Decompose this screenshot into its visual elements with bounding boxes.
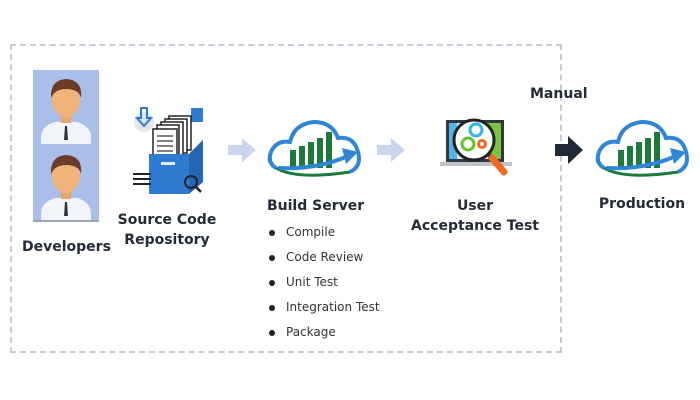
- laptop-magnifier-gears-icon: [440, 118, 512, 176]
- flow-arrow-icon: [228, 138, 256, 162]
- manual-label: Manual: [530, 86, 588, 102]
- manual-arrow-icon: [555, 136, 583, 164]
- bullet-icon: [269, 254, 275, 261]
- bullet-icon: [269, 329, 275, 336]
- build-step: Package: [269, 320, 396, 345]
- repository-stage: Source Code Repository: [112, 104, 222, 250]
- build-step: Code Review: [269, 245, 396, 270]
- uat-label-line2: Acceptance Test: [411, 218, 539, 234]
- build-server-label: Build Server: [267, 198, 365, 214]
- production-label: Production: [598, 196, 686, 212]
- bullet-icon: [269, 304, 275, 311]
- build-step: Unit Test: [269, 270, 396, 295]
- cloud-chart-icon: [595, 119, 689, 177]
- automated-pipeline-boundary: [10, 44, 562, 353]
- repository-label-line2: Repository: [124, 232, 210, 248]
- build-steps-list: Compile Code Review Unit Test Integratio…: [269, 220, 396, 345]
- cloud-chart-icon: [267, 119, 361, 177]
- production-stage: Production: [590, 118, 694, 214]
- build-server-stage: Build Server Compile Code Review Unit Te…: [266, 118, 396, 345]
- bullet-icon: [269, 279, 275, 286]
- build-step: Integration Test: [269, 295, 396, 320]
- file-cabinet-icon: [133, 107, 203, 194]
- developers-avatars-icon: [33, 70, 99, 222]
- uat-label-line1: User: [456, 198, 494, 214]
- uat-stage: User Acceptance Test: [410, 116, 550, 236]
- developers-stage: Developers: [22, 70, 111, 257]
- repository-label-line1: Source Code: [117, 212, 217, 228]
- bullet-icon: [269, 229, 275, 236]
- flow-arrow-icon: [377, 138, 405, 162]
- build-step: Compile: [269, 220, 396, 245]
- developers-label: Developers: [22, 239, 111, 255]
